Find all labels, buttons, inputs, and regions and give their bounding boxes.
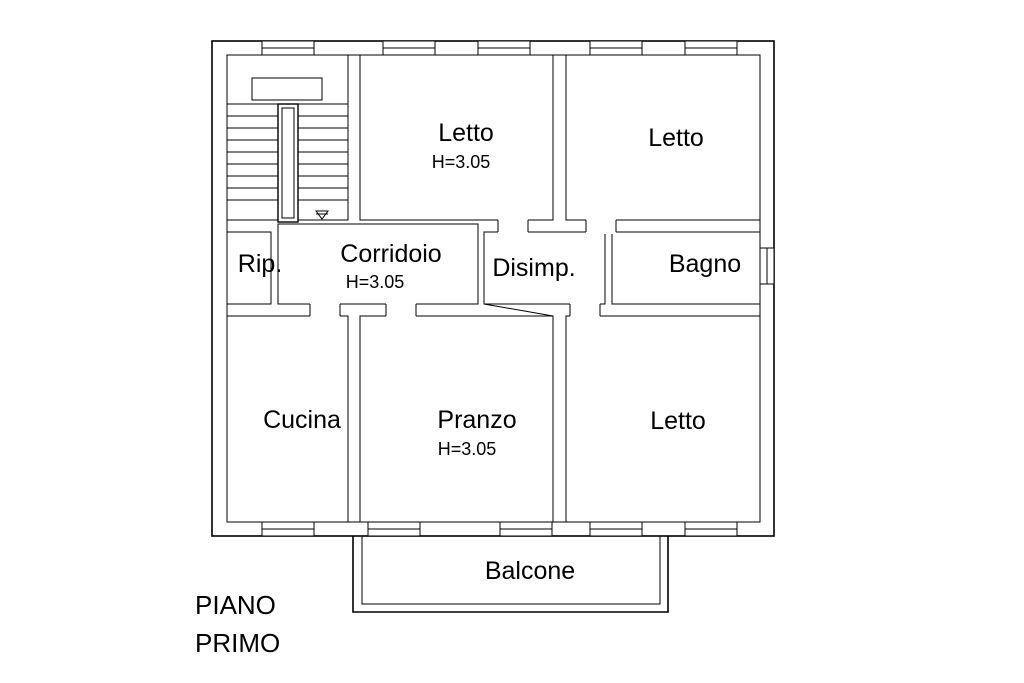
room-label-corridoio: Corridoio (340, 240, 441, 268)
stair-direction-arrow (315, 210, 329, 220)
room-pranzo (359, 315, 554, 523)
balcony (352, 536, 669, 613)
room-letto-top-left (359, 54, 554, 221)
room-cucina (226, 315, 349, 523)
floor-title-line1: PIANO (195, 590, 276, 620)
room-label-bagno: Bagno (669, 250, 741, 278)
room-letto-top-right (565, 54, 761, 221)
room-height-corridoio: H=3.05 (346, 272, 405, 292)
room-label-letto-top-left: Letto (438, 119, 494, 147)
stair-steps (227, 103, 348, 201)
bathroom-window (759, 247, 775, 285)
room-label-pranzo: Pranzo (437, 406, 516, 434)
room-label-letto-bottom-right: Letto (650, 407, 706, 435)
room-label-ripostiglio: Rip. (238, 250, 282, 278)
room-label-balcone: Balcone (485, 557, 575, 585)
room-bagno (611, 231, 761, 305)
room-corridoio (277, 223, 479, 305)
staircase (226, 54, 349, 223)
top-windows (261, 40, 738, 56)
room-disimpegno (483, 231, 606, 305)
room-letto-bottom-right (565, 315, 761, 523)
room-height-letto-top-left: H=3.05 (432, 152, 491, 172)
bottom-windows (261, 521, 738, 537)
room-label-letto-top-right: Letto (648, 124, 704, 152)
room-ripostiglio (226, 231, 272, 305)
room-label-cucina: Cucina (263, 406, 341, 434)
room-label-disimpegno: Disimp. (492, 254, 575, 282)
door-openings (309, 218, 617, 318)
room-height-pranzo: H=3.05 (438, 439, 497, 459)
floor-title-line2: PRIMO (195, 628, 280, 658)
